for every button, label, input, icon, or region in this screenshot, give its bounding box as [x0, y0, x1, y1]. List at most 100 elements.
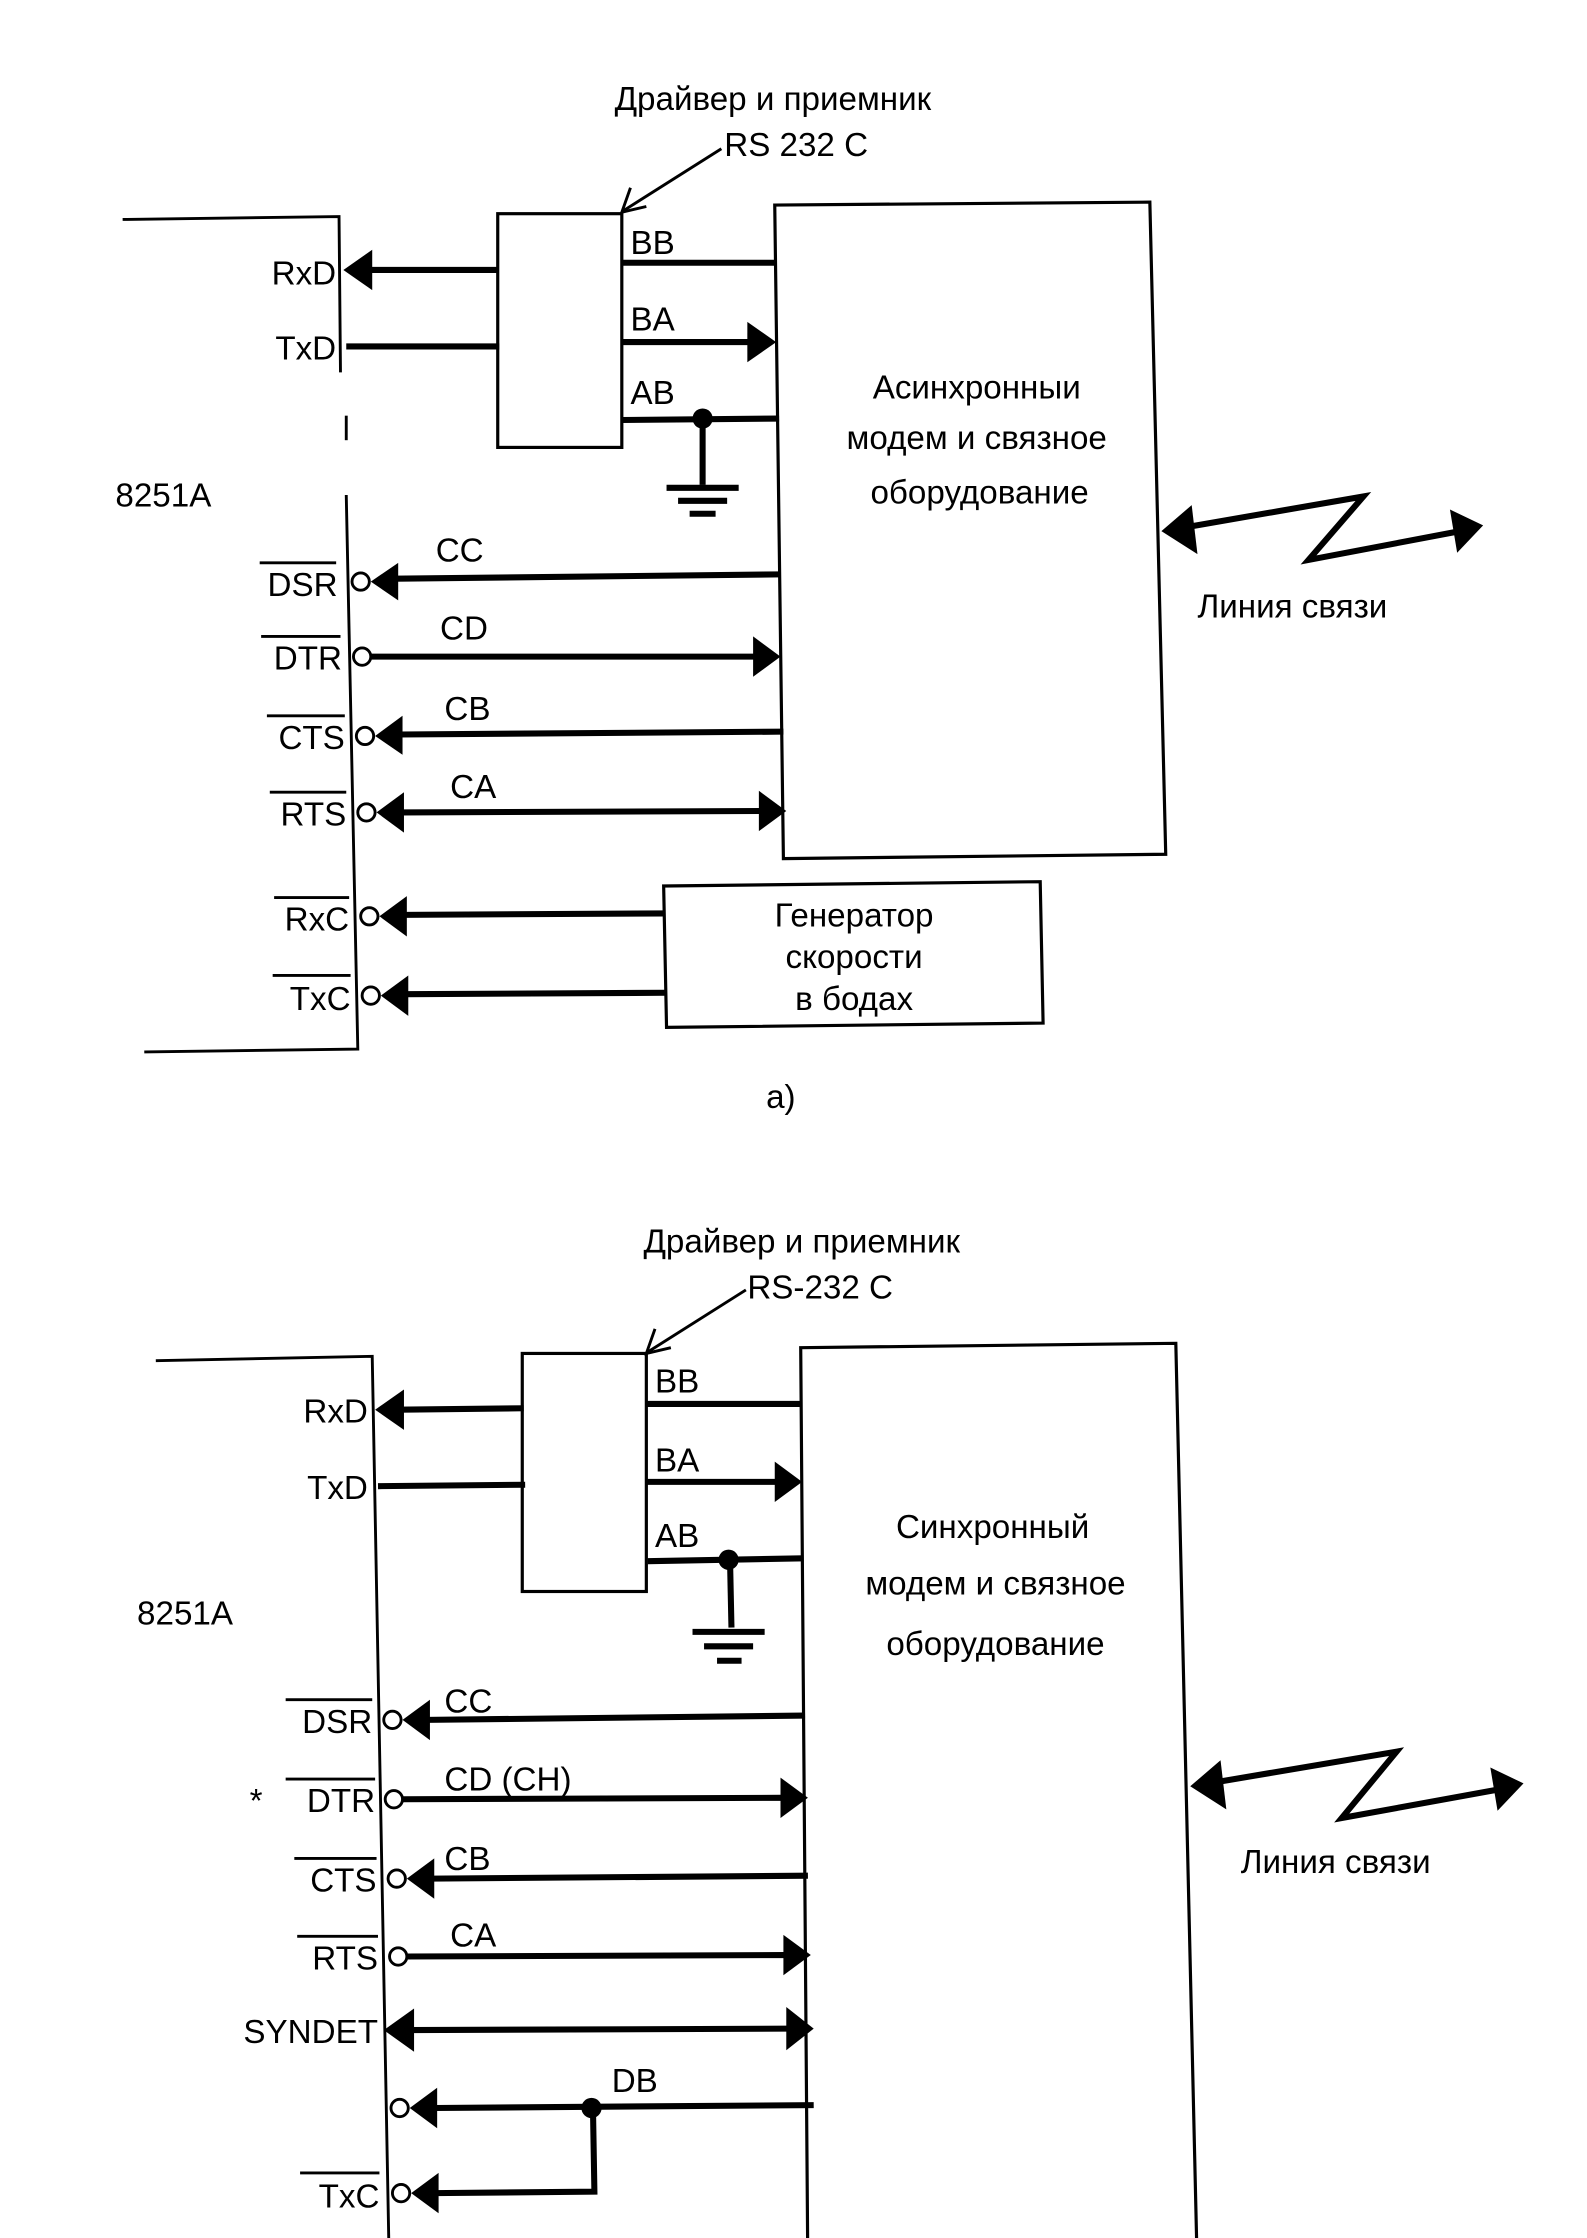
signal-row-rxc: RxC [274, 896, 666, 939]
modem-label-3: оборудование [886, 1626, 1104, 1663]
signal-ca: CA [450, 1917, 497, 1954]
syndet-line [409, 2025, 788, 2034]
cd-line [402, 1794, 782, 1803]
rs232-driver-box [520, 1351, 648, 1594]
signal-ba: BA [630, 302, 675, 339]
cts-arrowhead [406, 1858, 435, 1899]
pin-rxd: RxD [303, 1394, 367, 1431]
ca-line [401, 807, 762, 816]
pin-dtr: DTR [274, 641, 342, 678]
dsr-arrowhead [402, 1699, 430, 1741]
driver-pointer-arrow [619, 147, 723, 215]
signal-row-txc: TxC [272, 974, 667, 1018]
signal-row-syndet: SYNDET [243, 2006, 814, 2052]
line-label: Линия связи [1197, 589, 1387, 626]
pin-cts: CTS [278, 720, 344, 757]
pin-rts: RTS [281, 796, 347, 833]
ground-icon [692, 1559, 765, 1664]
rxd-arrowhead [375, 1389, 404, 1430]
cc-line [395, 571, 781, 582]
rts-arrowhead-right [758, 790, 787, 832]
modem-label-2: модем и связное [847, 420, 1107, 457]
pin-dtr: DTR [307, 1783, 375, 1820]
modem-label-3: оборудование [870, 475, 1088, 512]
db-line [434, 2102, 814, 2112]
chip-8251a-outline-a [122, 215, 360, 1054]
signal-row-dtr: DTR CD [261, 610, 781, 678]
rxc-inversion-bubble [359, 906, 380, 927]
signal-ab: AB [655, 1518, 699, 1555]
dtr-inversion-bubble [352, 646, 373, 667]
syndet-arrowhead-right [786, 2006, 814, 2051]
db-to-txc-wire [434, 2107, 598, 2197]
syndet-arrowhead-left [383, 2008, 415, 2052]
txc-arrowhead [411, 2172, 439, 2214]
rts-arrowhead [783, 1934, 811, 1976]
pin-cts: CTS [310, 1863, 376, 1900]
figure-b: 8251A Драйвер и приемник RS-232 C Синхро… [137, 1223, 1524, 2238]
signal-row-dsr: DSR CC [259, 532, 781, 604]
pin-txc: TxC [319, 2179, 380, 2216]
cts-inversion-bubble [386, 1868, 407, 1889]
signal-cc: CC [436, 532, 484, 569]
signal-cb: CB [444, 1841, 490, 1878]
rxd-line [398, 1405, 524, 1413]
dtr-inversion-bubble [383, 1789, 404, 1810]
cb-line [431, 1872, 808, 1882]
driver-label-line2: RS-232 C [747, 1270, 893, 1307]
txc-inversion-bubble [390, 2183, 412, 2204]
signal-db: DB [612, 2063, 658, 2100]
txc-line [405, 989, 667, 998]
ground-junction-dot [718, 1549, 739, 1570]
rts-arrowhead-left [376, 792, 404, 833]
pin-txc: TxC [290, 981, 351, 1018]
dsr-arrowhead [370, 562, 399, 601]
signal-cb: CB [444, 691, 490, 728]
driver-label-line2: RS 232 C [724, 127, 868, 164]
baud-rate-generator-box [662, 880, 1045, 1029]
comm-arrowhead-right [1490, 1767, 1524, 1811]
dtr-arrowhead [753, 636, 781, 677]
signal-row-db: DB [389, 2063, 814, 2197]
modem-label-2: модем и связное [865, 1565, 1125, 1602]
sync-modem-box [799, 1341, 1199, 2238]
txc-arrowhead [380, 975, 409, 1016]
figure-a: 8251A Драйвер и приемник RS 232 C Асинхр… [115, 81, 1484, 1116]
ba-arrowhead [747, 321, 777, 363]
signal-bb: BB [655, 1363, 699, 1400]
rs232-driver-box [496, 212, 624, 449]
dsr-inversion-bubble [382, 1709, 403, 1730]
dtr-arrowhead [780, 1777, 808, 1819]
driver-label-line1: Драйвер и приемник [643, 1223, 960, 1260]
signal-row-rts: RTS CA [269, 769, 787, 833]
ca-line [406, 1952, 785, 1960]
line-label: Линия связи [1241, 1844, 1431, 1881]
chip-label: 8251A [115, 478, 212, 515]
signal-row-cts: CTS CB [294, 1841, 808, 1900]
rxd-arrowhead [343, 249, 373, 291]
rts-inversion-bubble [388, 1946, 409, 1967]
generator-label-1: Генератор [775, 897, 934, 934]
communication-line-zigzag-a [1161, 492, 1484, 565]
ground-icon [666, 418, 739, 517]
driver-label-line1: Драйвер и приемник [615, 81, 932, 118]
pin-rxc: RxC [285, 902, 350, 939]
pin-dsr: DSR [268, 567, 338, 604]
chip-label: 8251A [137, 1596, 234, 1633]
pin-rxd: RxD [272, 255, 337, 292]
comm-arrowhead-left [1161, 505, 1198, 555]
modem-label-1: Асинхронныи [873, 369, 1081, 406]
cts-arrowhead [375, 715, 403, 755]
cc-line [427, 1712, 806, 1723]
rxc-line [403, 910, 666, 918]
signal-cd: CD [440, 610, 488, 647]
db-arrowhead [409, 2087, 438, 2129]
dtr-asterisk: * [250, 1783, 263, 1820]
dsr-inversion-bubble [350, 571, 371, 592]
cts-inversion-bubble [354, 725, 376, 747]
rts-inversion-bubble [356, 802, 377, 823]
signal-cc: CC [444, 1684, 492, 1721]
pin-dsr: DSR [302, 1704, 372, 1741]
signal-row-rts: RTS CA [297, 1917, 811, 1977]
